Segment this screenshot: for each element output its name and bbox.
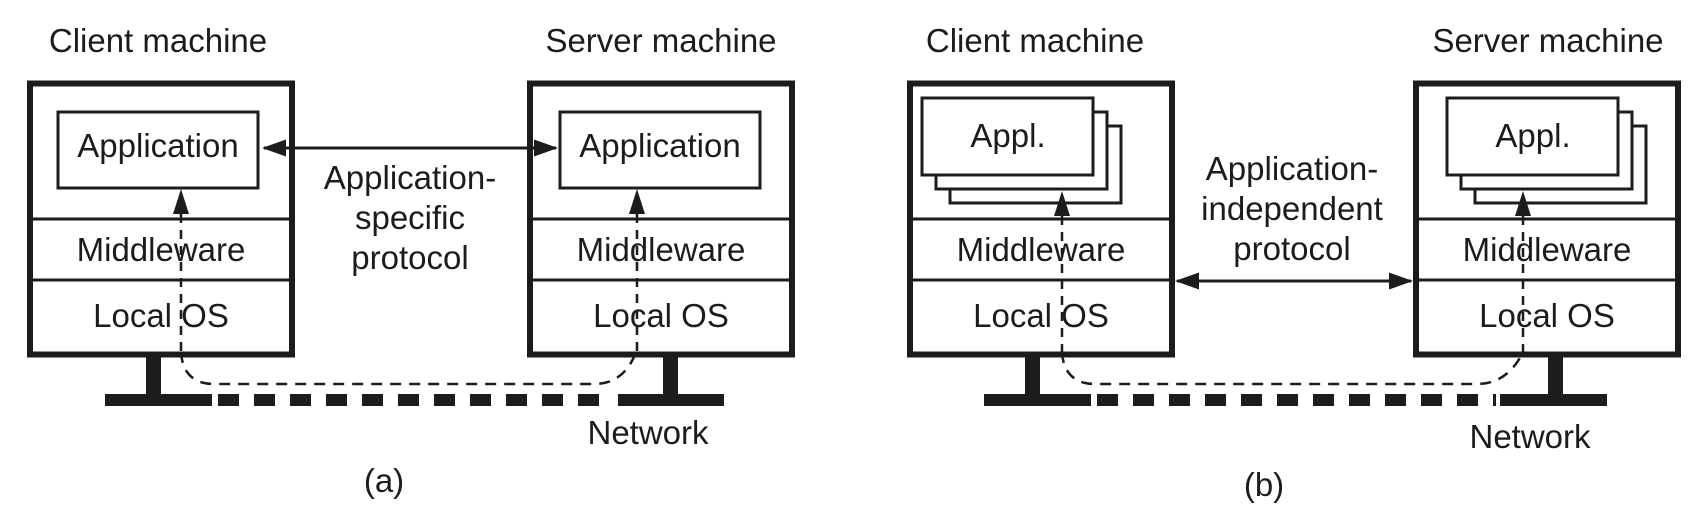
arrowhead-left-icon [1175,272,1199,290]
middleware-label: Middleware [77,231,246,268]
network-b: Network [1060,351,1591,455]
application-label: Application [579,127,740,164]
local-os-label: Local OS [973,297,1109,334]
server-machine-b: Appl. Middleware Local OS [1413,80,1681,406]
network-label: Network [587,414,709,451]
protocol-label-line: independent [1201,190,1383,227]
monitor-base [105,394,212,406]
monitor-stand [1025,354,1040,396]
protocol-label-line: specific [355,199,465,236]
middleware-label: Middleware [1463,231,1632,268]
machine-box [1413,80,1681,358]
network-label: Network [1469,418,1591,455]
application-stack-front [1445,96,1620,177]
up-arrow-icon [1054,191,1070,216]
protocol-label-line: protocol [1233,230,1350,267]
arrowhead-left-icon [262,139,286,157]
protocol-label-line: protocol [351,239,468,276]
network-a: Network [179,351,709,451]
panel-caption: (b) [1244,466,1284,503]
protocol-arrow-b: Application- independent protocol [1175,150,1413,290]
monitor-base [618,394,724,406]
machine-box [527,80,795,358]
protocol-arrow-a: Application- specific protocol [262,139,558,276]
client-machine-b: Appl. Middleware Local OS [907,80,1175,406]
application-label: Application [77,127,238,164]
machine-title: Client machine [926,22,1144,59]
server-machine-a: Application Middleware Local OS [527,80,795,406]
machine-title: Server machine [1432,22,1663,59]
monitor-stand [146,354,161,396]
arrowhead-right-icon [1389,272,1413,290]
local-os-label: Local OS [93,297,229,334]
machine-title: Server machine [545,22,776,59]
up-arrow-icon [173,189,189,214]
middleware-label: Middleware [957,231,1126,268]
monitor-base [1500,394,1607,406]
middleware-label: Middleware [577,231,746,268]
client-machine-a: Application Middleware Local OS [27,80,295,406]
panel-caption: (a) [364,462,404,499]
arrowhead-right-icon [534,139,558,157]
monitor-base [984,394,1091,406]
local-os-label: Local OS [593,297,729,334]
application-stack-front [920,96,1095,177]
monitor-stand [1548,354,1563,396]
protocol-label-line: Application- [1206,150,1378,187]
panel-a: Client machine Server machine Applicatio… [27,22,795,499]
local-os-label: Local OS [1479,297,1615,334]
application-label: Appl. [970,117,1045,154]
panel-b: Client machine Server machine Appl. Midd… [907,22,1681,503]
protocol-label-line: Application- [324,159,496,196]
machine-title: Client machine [49,22,267,59]
monitor-stand [663,354,678,396]
application-label: Appl. [1495,117,1570,154]
application-box [56,110,260,190]
machine-box [907,80,1175,358]
application-box [558,110,762,190]
up-arrow-icon [629,189,645,214]
up-arrow-icon [1515,191,1531,216]
